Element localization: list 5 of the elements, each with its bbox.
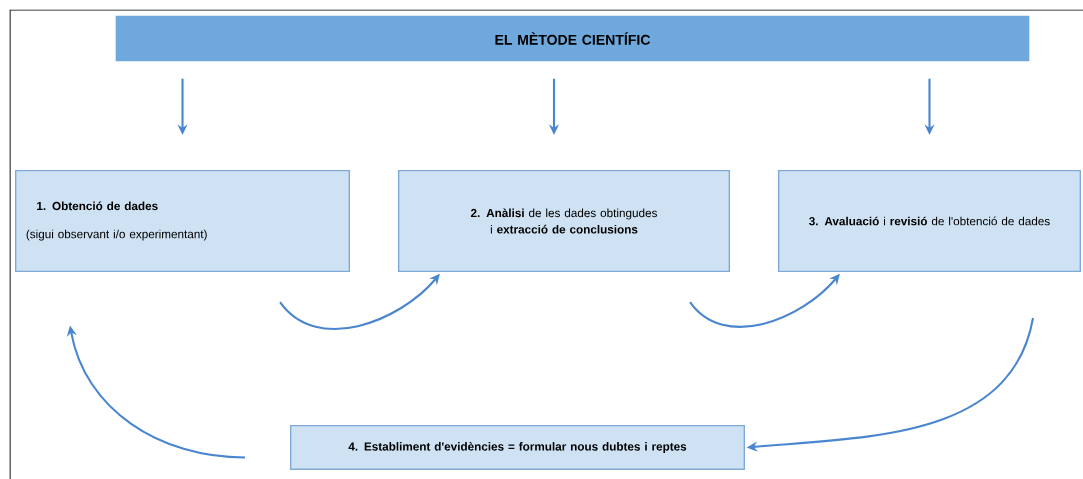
title-band: EL MÈTODE CIENTÍFIC (115, 15, 1030, 62)
step-box: 4. Establiment d'evidències = formular nous dubtes i reptes (289, 424, 746, 471)
step-box: 3. Avaluació i revisió de l'obtenció de dades (777, 169, 1082, 273)
step-box: 1. Obtenció de dades (sigui observant i/o experimentant) (15, 169, 351, 273)
step-box: 2. Anàlisi de les dades obtingudes i extracció de conclusions (397, 169, 731, 273)
